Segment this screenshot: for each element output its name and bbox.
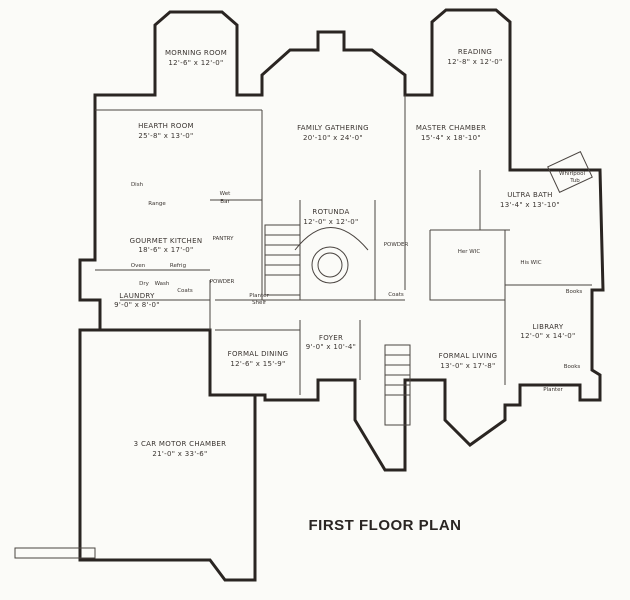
fixture-label: Her WIC [458, 249, 481, 255]
whirlpool-tub [547, 151, 593, 193]
room-size: 13'-0" x 17'-8" [440, 362, 495, 370]
fixture-label: POWDER [384, 242, 409, 248]
plan-title: FIRST FLOOR PLAN [309, 517, 462, 534]
fixture-label: Tub [569, 178, 580, 184]
room-size: 9'-0" x 10'-4" [306, 343, 356, 351]
fixture-label: Wash [155, 281, 170, 287]
room-name: LIBRARY [533, 323, 564, 331]
room-size: 21'-0" x 33'-6" [152, 450, 207, 458]
room-size: 12'-6" x 15'-9" [230, 360, 285, 368]
fixture-label: Shelf [252, 300, 267, 306]
room-name: LAUNDRY [119, 292, 155, 300]
room-name: FORMAL LIVING [439, 352, 498, 360]
room-name: GOURMET KITCHEN [130, 237, 203, 245]
fixture-label: Planter [543, 387, 563, 393]
rotunda-ring-inner [317, 252, 343, 278]
fixture-label: Refrig [170, 263, 186, 269]
room-name: 3 CAR MOTOR CHAMBER [134, 440, 227, 448]
fixture-label: Coats [177, 288, 193, 294]
fixture-label: Dry [139, 281, 149, 287]
room-size: 25'-8" x 13'-0" [138, 132, 193, 140]
entry-walk [14, 547, 96, 559]
fixture-labels: Whirlpool Tub Her WIC His WIC POWDER Coa… [131, 171, 586, 393]
fixture-label: Books [566, 289, 583, 295]
fixture-label: Coats [388, 292, 404, 298]
room-name: MASTER CHAMBER [416, 124, 486, 132]
fixture-label: Range [148, 201, 166, 207]
fixture-label: Planter [249, 293, 269, 299]
fixture-label: POWDER [210, 279, 235, 285]
room-name: FOYER [319, 334, 343, 342]
fixture-label: Dish [131, 182, 144, 188]
room-name: READING [458, 48, 492, 56]
fixture-label: PANTRY [212, 236, 234, 242]
room-size: 12'-0" x 14'-0" [520, 332, 575, 340]
fixture-label: Books [564, 364, 581, 370]
main-stair [264, 224, 411, 426]
room-size: 20'-10" x 24'-0" [303, 134, 363, 142]
room-name: FORMAL DINING [228, 350, 289, 358]
fixture-label: His WIC [520, 260, 541, 266]
fixture-label: Oven [131, 263, 146, 269]
fixture-label: Wet [220, 191, 231, 197]
exterior-wall [78, 8, 605, 582]
room-size: 12'-0" x 12'-0" [303, 218, 358, 226]
room-name: FAMILY GATHERING [297, 124, 369, 132]
room-size: 9'-0" x 8'-0" [114, 301, 160, 309]
room-size: 18'-6" x 17'-0" [138, 246, 193, 254]
fixture-label: Bar [220, 199, 230, 205]
room-size: 13'-4" x 13'-10" [500, 201, 560, 209]
room-size: 12'-6" x 12'-0" [168, 59, 223, 67]
room-name: ULTRA BATH [507, 191, 553, 199]
room-size: 15'-4" x 18'-10" [421, 134, 481, 142]
room-name: MORNING ROOM [165, 49, 227, 57]
room-name: ROTUNDA [312, 208, 349, 216]
rotunda-ring [311, 246, 349, 284]
room-labels: MORNING ROOM 12'-6" x 12'-0" HEARTH ROOM… [114, 48, 575, 458]
rotunda-arc [294, 227, 369, 251]
garage-front [80, 328, 255, 397]
room-size: 12'-8" x 12'-0" [447, 58, 502, 66]
fixture-label: Whirlpool [559, 171, 585, 177]
room-name: HEARTH ROOM [138, 122, 194, 130]
